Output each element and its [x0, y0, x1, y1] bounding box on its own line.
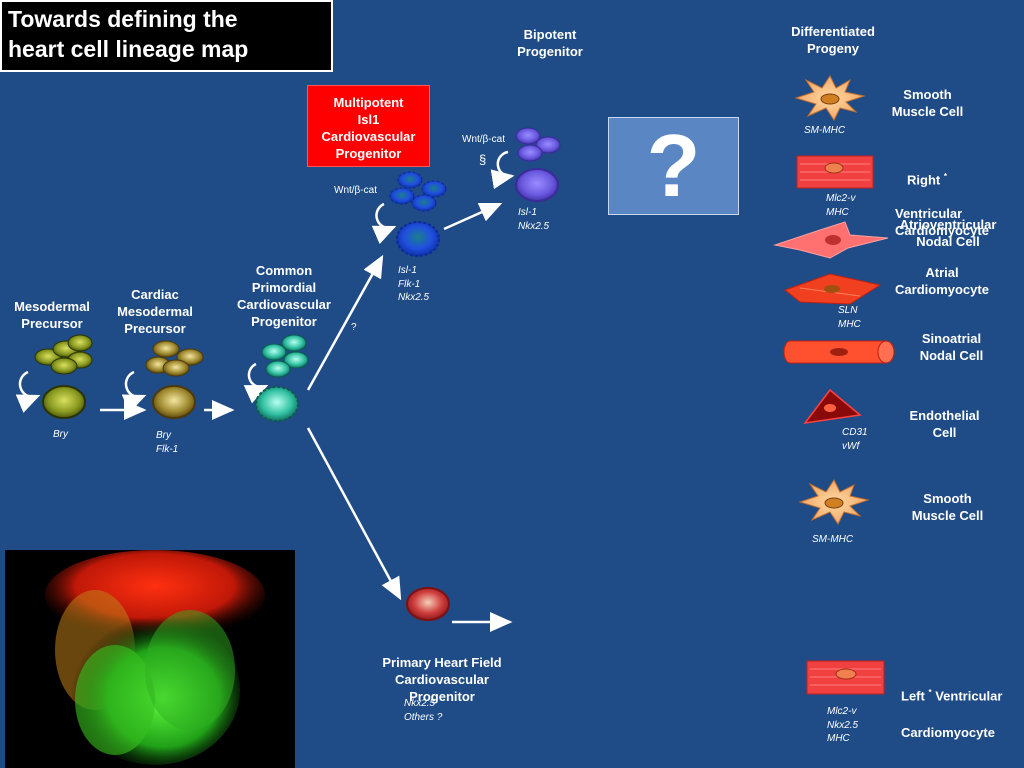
progeny-label-atrial: Atrial Cardiomyocyte [895, 265, 989, 297]
progeny-label-smooth-muscle-2: Smooth Muscle Cell [911, 491, 984, 523]
right-star: * [943, 172, 947, 181]
mesodermal-cell-cluster [34, 334, 93, 375]
left-label-rest: Ventricular [935, 688, 1003, 704]
left-label-line2: Cardiomyocyte [901, 725, 995, 741]
common-primordial-progenitor-cell [255, 386, 299, 422]
progeny-markers-right-ventricular: Mlc2-v MHC [826, 193, 856, 218]
cardiac-mesodermal-precursor-cell [152, 385, 196, 419]
self-renewal-arrow [15, 370, 41, 413]
multipotent-wnt-signal: Wnt/β-cat [334, 185, 377, 196]
primary-heart-field-label: Primary Heart Field Cardiovascular Proge… [377, 637, 527, 722]
progeny-label-av-nodal: Atrioventricular Nodal Cell [899, 217, 997, 249]
right-label: Right [907, 172, 941, 188]
bipotent-progenitor-cell [515, 168, 559, 202]
progeny-markers-endothelial: CD31 vWf [842, 427, 868, 452]
smooth-muscle-cell-star-bottom [798, 479, 870, 525]
progeny-markers-smooth-muscle-2: SM-MHC [812, 534, 854, 545]
self-renewal-arrow [490, 150, 515, 190]
page-title: Towards defining the heart cell lineage … [8, 6, 249, 62]
multipotent-label-box [307, 85, 430, 167]
progeny-label-right-ventricular: Right * Ventricular Cardiomyocyte [895, 151, 1005, 256]
self-renewal-arrow [243, 362, 269, 404]
endothelial-cell-shape [803, 388, 862, 425]
multipotent-markers: Isl-1 Flk-1 Nkx2.5 [398, 265, 430, 303]
title-box [0, 0, 333, 72]
mesodermal-markers: Bry [53, 429, 68, 440]
atrioventricular-nodal-cell-shape [773, 221, 889, 259]
smooth-muscle-cell-star-top [794, 75, 866, 121]
section-mark: § [479, 152, 487, 167]
common-primordial-cluster [261, 334, 309, 378]
bipotent-cell-cluster [515, 127, 561, 162]
multipotent-cell-cluster [389, 171, 447, 212]
left-star: * [928, 688, 932, 697]
progeny-label-endothelial: Endothelial Cell [909, 408, 980, 440]
atrial-cardiomyocyte-shape [783, 273, 882, 305]
progeny-markers-atrial: SLN MHC [838, 305, 861, 330]
arrow-to-primary-heart-field [306, 427, 402, 601]
right-ventricular-cardiomyocyte-shape [796, 155, 874, 189]
arrow-to-multipotent [306, 254, 384, 391]
progeny-label-smooth-muscle-1: Smooth Muscle Cell [891, 87, 964, 119]
bipotent-markers: Isl-1 Nkx2.5 [518, 207, 550, 232]
primary-heart-field-cell [406, 587, 450, 621]
progeny-label-left-ventricular: Left * Ventricular Cardiomyocyte [901, 667, 1021, 758]
differentiated-progeny-header: Differentiated Progeny [791, 24, 875, 56]
unknown-path-question: ? [351, 322, 357, 333]
cardiac-mesodermal-markers: Bry Flk-1 [156, 430, 179, 455]
mesodermal-precursor-cell [42, 385, 86, 419]
self-renewal-arrow [121, 370, 147, 413]
cardiac-mesodermal-precursor-label: Cardiac Mesodermal Precursor [117, 287, 193, 336]
cardiac-mesodermal-cluster [145, 340, 204, 377]
progeny-markers-left-ventricular: Mlc2-v Nkx2.5 MHC [827, 706, 859, 744]
mesodermal-precursor-label: Mesodermal Precursor [14, 299, 90, 331]
left-label: Left [901, 688, 925, 704]
left-ventricular-cardiomyocyte-shape [806, 660, 885, 695]
multipotent-isl1-progenitor-label: Multipotent Isl1 Cardiovascular Progenit… [321, 95, 416, 161]
bipotent-progenitor-label: Bipotent Progenitor [517, 27, 583, 59]
right-label-rest: Ventricular Cardiomyocyte [895, 206, 989, 239]
arrow-to-bipotent [443, 202, 503, 231]
multipotent-isl1-progenitor-cell [396, 221, 440, 257]
bipotent-wnt-signal: Wnt/β-cat [462, 134, 505, 145]
primary-heart-field-label-text: Primary Heart Field Cardiovascular Proge… [382, 655, 502, 704]
heart-fluorescence-image [5, 550, 295, 768]
progeny-markers-smooth-muscle-1: SM-MHC [804, 125, 846, 136]
sinoatrial-nodal-cell-shape [783, 340, 895, 364]
progeny-label-sinoatrial: Sinoatrial Nodal Cell [919, 331, 984, 363]
common-primordial-progenitor-label: Common Primordial Cardiovascular Progeni… [237, 263, 331, 329]
unknown-lineage-box: ? [608, 116, 739, 215]
primary-heart-field-markers: Nkx2.5 Others ? [404, 698, 443, 723]
self-renewal-arrow [371, 202, 397, 245]
